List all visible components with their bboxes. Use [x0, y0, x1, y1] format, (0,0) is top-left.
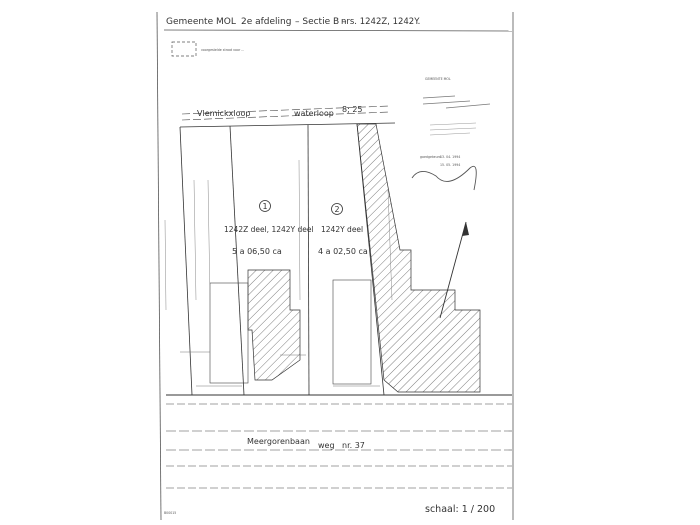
parcel-numbers: nrs. 1242Z, 1242Y. [341, 17, 420, 27]
dimension-marks [180, 351, 380, 387]
sheet-left-edge [156, 11, 162, 521]
street-top-line-1 [181, 105, 391, 115]
lot1-circle [259, 200, 271, 212]
stamp-line1: GEMEENTE MOL [425, 77, 451, 81]
stamp-date1: 13. 04. 1994 [440, 155, 460, 159]
street-bottom-type: weg [318, 441, 335, 450]
signature-mark [411, 165, 477, 191]
street-top-number: 8; 25 [342, 105, 363, 114]
legend-swatch [171, 41, 197, 57]
diagonal-pointer [439, 221, 467, 319]
stamp-date2: 15. 05. 1994 [440, 163, 460, 167]
street-top-name: Vlemickxloop [197, 109, 251, 118]
street-top-type: waterloop [294, 109, 334, 118]
pointer-arrowhead [462, 222, 469, 236]
boundary-a [229, 125, 245, 396]
footer-code: B00015 [164, 511, 176, 515]
municipality-label: Gemeente MOL [166, 17, 236, 27]
existing-structure-2 [332, 279, 372, 385]
hatched-building-east [356, 123, 481, 393]
lot2-number: 2 [334, 205, 339, 214]
boundary-b [307, 124, 310, 396]
section-label: – Sectie B – [295, 17, 347, 27]
stamp-approved: goedgekeurd [420, 155, 441, 159]
boundary-west [179, 126, 193, 396]
street-bottom-name: Meergorenbaan [247, 437, 310, 446]
lot1-parcel: 1242Z deel, 1242Y deel [224, 225, 314, 234]
approval-stamp: GEMEENTE MOL goedgekeurd 13. 04. 1994 15… [411, 77, 491, 191]
street-top-line-2 [181, 111, 391, 121]
vertical-annotations [164, 159, 393, 311]
scale-label: schaal: 1 / 200 [425, 504, 495, 515]
header-rule [163, 29, 513, 32]
division-label: 2e afdeling [241, 17, 291, 27]
lot2-parcel: 1242Y deel [321, 225, 363, 234]
lot1-number: 1 [262, 202, 267, 211]
legend-text: voorgestelde straat voor ... [201, 48, 244, 52]
hatched-building-lot1 [247, 269, 301, 381]
existing-structure-1 [209, 282, 249, 384]
street-bottom-number: nr. 37 [342, 441, 365, 450]
lot2-circle [331, 203, 343, 215]
lot1-area: 5 a 06,50 ca [232, 247, 282, 256]
lot2-area: 4 a 02,50 ca [318, 247, 368, 256]
